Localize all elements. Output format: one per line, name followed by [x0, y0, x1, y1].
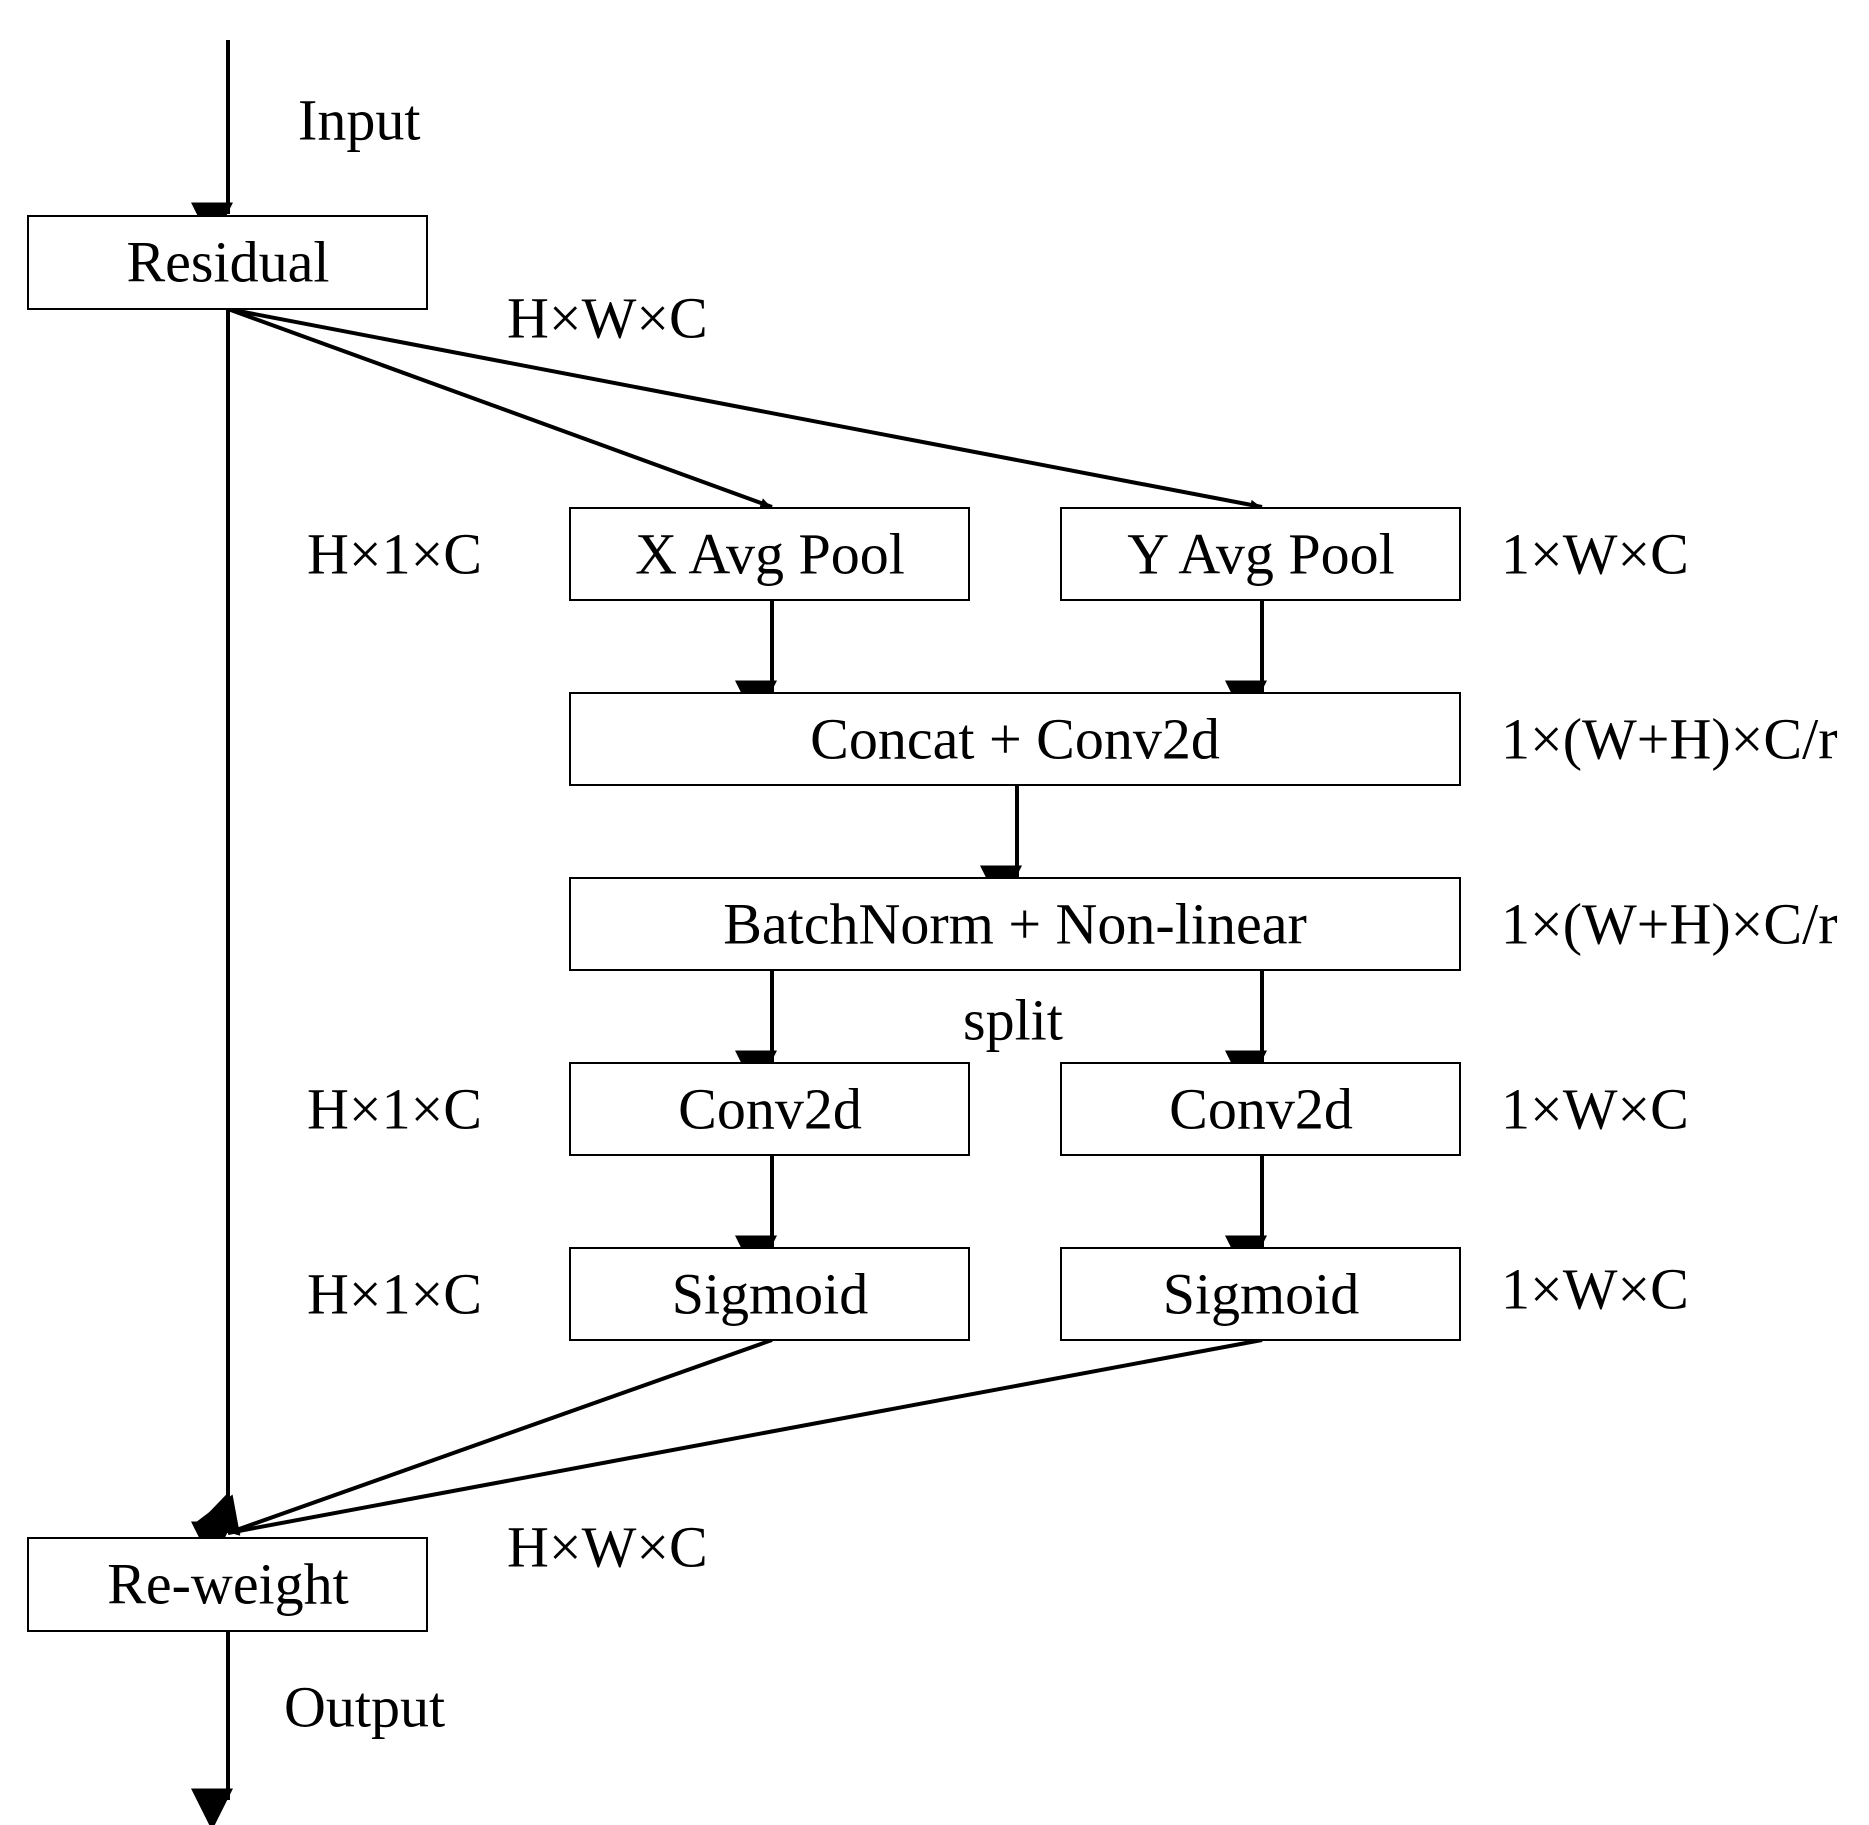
dim-sigmoid-y: 1×W×C — [1501, 1257, 1689, 1322]
node-conv2d-x: Conv2d — [569, 1062, 970, 1156]
node-concat-conv2d-label: Concat + Conv2d — [810, 707, 1220, 772]
node-sigmoid-x: Sigmoid — [569, 1247, 970, 1341]
dim-y-pool: 1×W×C — [1501, 522, 1689, 587]
label-output: Output — [284, 1675, 445, 1740]
node-batchnorm-nonlinear: BatchNorm + Non-linear — [569, 877, 1461, 971]
dim-batchnorm: 1×(W+H)×C/r — [1501, 892, 1838, 957]
dim-concat: 1×(W+H)×C/r — [1501, 707, 1838, 772]
dim-conv2d-x: H×1×C — [307, 1077, 482, 1142]
dim-residual-out: H×W×C — [507, 286, 708, 351]
node-sigmoid-x-label: Sigmoid — [672, 1262, 869, 1327]
node-y-avg-pool-label: Y Avg Pool — [1127, 522, 1395, 587]
node-concat-conv2d: Concat + Conv2d — [569, 692, 1461, 786]
node-sigmoid-y-label: Sigmoid — [1163, 1262, 1360, 1327]
node-conv2d-y-label: Conv2d — [1169, 1077, 1353, 1142]
dim-x-pool: H×1×C — [307, 522, 482, 587]
node-y-avg-pool: Y Avg Pool — [1060, 507, 1461, 601]
node-sigmoid-y: Sigmoid — [1060, 1247, 1461, 1341]
node-conv2d-y: Conv2d — [1060, 1062, 1461, 1156]
node-reweight: Re-weight — [27, 1537, 428, 1632]
arrow-residual-to-x-pool — [227, 307, 796, 538]
arrow-residual-to-y-pool — [227, 307, 1289, 542]
node-conv2d-x-label: Conv2d — [678, 1077, 862, 1142]
connections — [191, 40, 1289, 1825]
arrow-sigmoid-x-to-reweight — [193, 1338, 773, 1535]
dim-conv2d-y: 1×W×C — [1501, 1077, 1689, 1142]
node-batchnorm-nonlinear-label: BatchNorm + Non-linear — [723, 892, 1307, 957]
node-x-avg-pool: X Avg Pool — [569, 507, 970, 601]
node-x-avg-pool-label: X Avg Pool — [635, 522, 905, 587]
label-split: split — [963, 988, 1063, 1053]
node-reweight-label: Re-weight — [107, 1552, 349, 1617]
node-residual: Residual — [27, 215, 428, 310]
arrow-sigmoid-y-to-reweight — [195, 1338, 1263, 1536]
label-input: Input — [298, 88, 420, 153]
node-residual-label: Residual — [127, 230, 330, 295]
dim-sigmoid-x: H×1×C — [307, 1262, 482, 1327]
dim-reweight-in: H×W×C — [507, 1515, 708, 1580]
annotations: Input Output split H×W×C H×1×C 1×W×C 1×(… — [284, 88, 1838, 1740]
